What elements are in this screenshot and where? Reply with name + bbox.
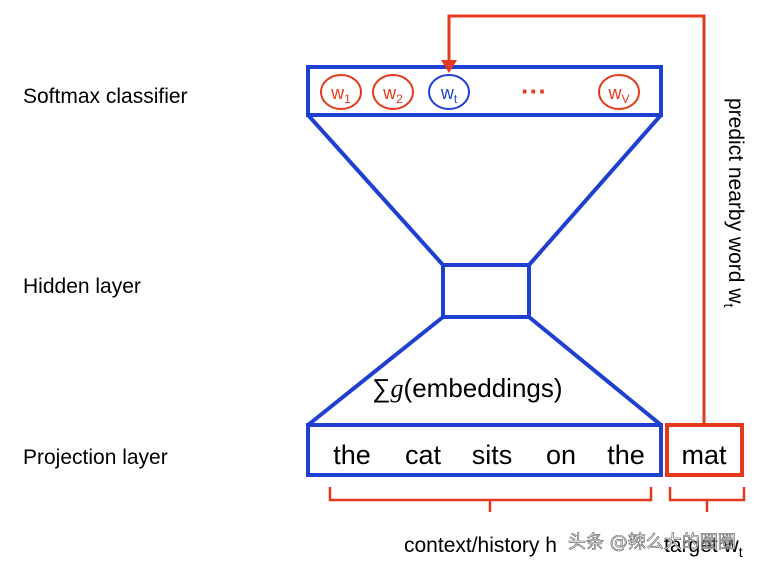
softmax-box xyxy=(306,65,663,117)
target-word: mat xyxy=(681,440,727,470)
softmax-label: Softmax classifier xyxy=(23,85,188,108)
node-circle xyxy=(428,74,470,110)
watermark: 头条 @辣么大的圈圈 xyxy=(568,532,736,553)
arrowhead-icon xyxy=(441,60,457,73)
network-shape xyxy=(306,65,663,477)
predict-label: predict nearby word wt xyxy=(721,98,747,307)
node-label: w2 xyxy=(382,83,403,106)
softmax-funnel-left xyxy=(306,113,445,267)
context-brace xyxy=(328,487,653,512)
projection-funnel-right xyxy=(527,315,663,427)
context-word: sits xyxy=(472,440,513,470)
context-word: the xyxy=(607,440,645,470)
context-word: on xyxy=(546,440,576,470)
projection-box xyxy=(306,423,663,477)
target-label: target wt xyxy=(664,534,743,560)
node-circle xyxy=(320,74,362,110)
node-circle xyxy=(372,74,414,110)
softmax-node-w2: w2 xyxy=(372,74,414,110)
softmax-node-wt: wt xyxy=(428,74,470,110)
context-word: the xyxy=(333,440,371,470)
softmax-ellipsis: ··· xyxy=(521,76,547,106)
embeddings-formula: ∑g(embeddings) xyxy=(372,373,563,403)
projection-layer-label: Projection layer xyxy=(23,446,168,469)
context-word: cat xyxy=(405,440,442,470)
prediction-arrow-line xyxy=(447,14,706,425)
context-label: context/history h xyxy=(404,534,557,557)
hidden-layer-label: Hidden layer xyxy=(23,275,141,298)
projection-funnel-left xyxy=(306,315,445,427)
hidden-layer-box xyxy=(441,263,531,319)
node-circle xyxy=(598,74,640,110)
softmax-node-w1: w1 xyxy=(320,74,362,110)
softmax-node-wv: wV xyxy=(598,74,640,110)
node-label: wV xyxy=(607,83,629,106)
node-label: w1 xyxy=(330,83,351,106)
target-brace xyxy=(668,487,746,512)
context-words: the cat sits on the xyxy=(333,440,645,470)
softmax-funnel-right xyxy=(527,113,663,267)
node-label: wt xyxy=(440,83,458,106)
